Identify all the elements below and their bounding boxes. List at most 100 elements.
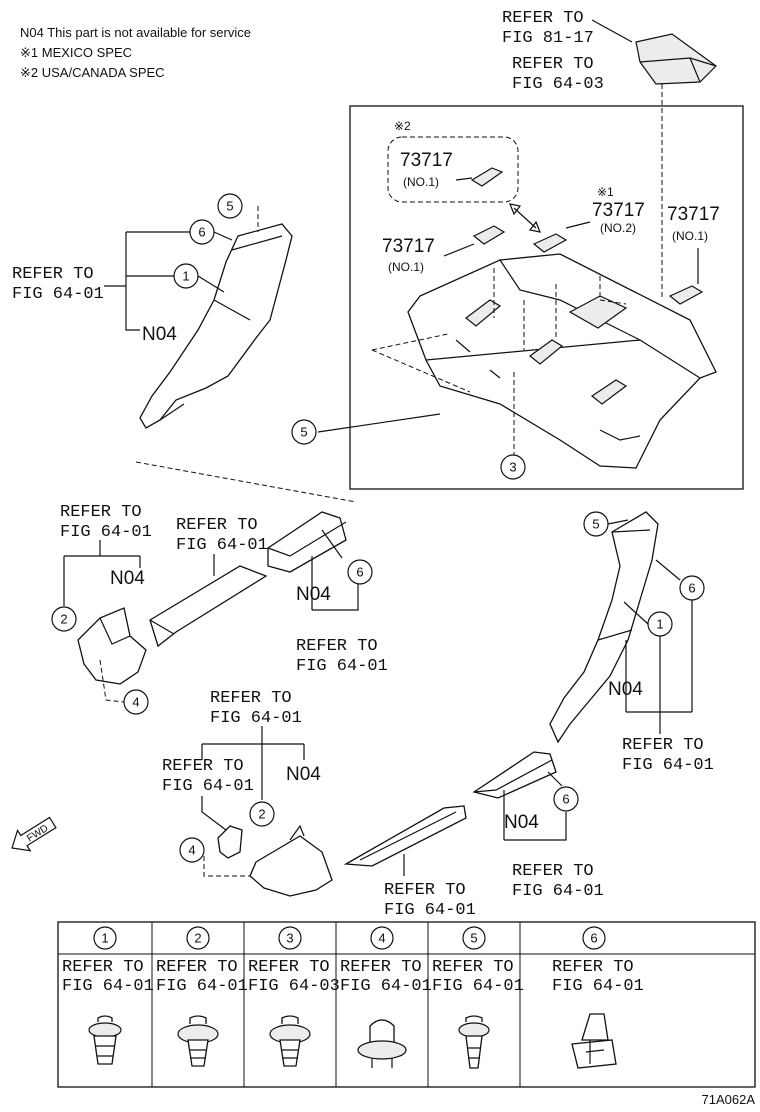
- part-73717-no1-left[interactable]: 73717 (NO.1): [382, 236, 435, 274]
- legend-ref: REFER TO: [552, 958, 634, 977]
- ref-fig: FIG 64-01: [162, 777, 254, 796]
- clip-5-icon: [458, 1015, 490, 1069]
- usa-canada-group: [387, 136, 519, 203]
- lower-scuff-plate-front: [343, 805, 467, 867]
- n04-label: N04: [286, 764, 321, 785]
- clip-piece: [472, 225, 506, 245]
- callout-6[interactable]: [347, 559, 373, 585]
- package-tray-trim: [407, 253, 717, 469]
- part-number: 73717: [400, 150, 453, 171]
- double-arrow-icon: [509, 203, 541, 233]
- callout-label: 4: [188, 843, 195, 858]
- clip-4-icon: [357, 1019, 407, 1068]
- part-73717-no1-usa[interactable]: 73717 (NO.1): [400, 150, 453, 189]
- note-n04: N04 This part is not available for servi…: [20, 25, 251, 40]
- ref-fig-64-01-upper-left[interactable]: REFER TO FIG 64-01: [12, 265, 104, 304]
- legend-ref: REFER TO: [340, 958, 422, 977]
- legend-fig: FIG 64-01: [552, 977, 644, 996]
- legend-callout: [93, 926, 117, 950]
- callout-6[interactable]: [553, 786, 579, 812]
- roof-side-inner-garnish: [139, 223, 293, 429]
- ref-label: REFER TO: [512, 862, 594, 881]
- clip-3-icon: [269, 1015, 311, 1067]
- ref-fig-64-01-lower-mid[interactable]: REFER TO FIG 64-01: [384, 881, 476, 920]
- part-number: 73717: [382, 236, 435, 257]
- ref-fig: FIG 64-01: [60, 523, 152, 542]
- callout-label: 1: [656, 617, 663, 632]
- ref-fig-64-01-lower-top[interactable]: REFER TO FIG 64-01: [210, 689, 302, 728]
- rear-scuff-plate: [267, 511, 347, 573]
- legend-cell-1[interactable]: 1 REFER TO FIG 64-01: [62, 926, 154, 1065]
- clip-legend-table: [57, 921, 756, 1088]
- legend-num: 2: [194, 931, 201, 946]
- n04-label: N04: [142, 324, 177, 345]
- roof-side-inner-garnish-right: [549, 511, 659, 744]
- fwd-arrow-icon: FWD: [11, 816, 57, 852]
- clip-6-icon: [571, 1013, 617, 1069]
- legend-cell-5[interactable]: 5 REFER TO FIG 64-01: [432, 926, 524, 1069]
- part-variant: (NO.1): [403, 175, 439, 189]
- legend-cell-3[interactable]: 3 REFER TO FIG 64-03: [248, 926, 340, 1067]
- part-variant: (NO.2): [600, 221, 636, 235]
- legend-ref: REFER TO: [156, 958, 238, 977]
- clip-piece: [532, 233, 568, 253]
- n04-label: N04: [608, 679, 643, 700]
- n04-label: N04: [110, 568, 145, 589]
- package-tray-frame: [349, 105, 744, 490]
- callout-2[interactable]: [249, 801, 275, 827]
- callout-3[interactable]: [500, 454, 526, 480]
- legend-callout: [186, 926, 210, 950]
- clip-piece: [470, 167, 504, 187]
- callout-4[interactable]: [179, 837, 205, 863]
- legend-fig: FIG 64-01: [156, 977, 248, 996]
- part-73717-no2[interactable]: 73717 (NO.2): [592, 200, 645, 235]
- ref-label: REFER TO: [12, 265, 94, 284]
- ref-fig: FIG 64-01: [12, 285, 104, 304]
- legend-fig: FIG 64-01: [340, 977, 432, 996]
- ref-fig-81-17[interactable]: REFER TO FIG 81-17: [502, 9, 594, 48]
- legend-ref: REFER TO: [62, 958, 144, 977]
- cowl-side-trim-lower: [217, 824, 333, 897]
- note-mexico-spec: ※1 MEXICO SPEC: [20, 45, 132, 60]
- callout-label: 2: [258, 807, 265, 822]
- ref-fig: FIG 64-03: [512, 75, 604, 94]
- callout-label: 5: [300, 425, 307, 440]
- ref-label: REFER TO: [502, 9, 584, 28]
- ref-label: REFER TO: [384, 881, 466, 900]
- ref-label: REFER TO: [622, 736, 704, 755]
- legend-ref: REFER TO: [248, 958, 330, 977]
- callout-5[interactable]: [217, 193, 243, 219]
- callout-2[interactable]: [51, 606, 77, 632]
- part-number: 73717: [667, 204, 720, 225]
- callout-label: 1: [182, 269, 189, 284]
- part-73717-no1-right[interactable]: 73717 (NO.1): [667, 204, 720, 243]
- legend-cell-2[interactable]: 2 REFER TO FIG 64-01: [156, 926, 248, 1067]
- ref-fig-64-01-right[interactable]: REFER TO FIG 64-01: [622, 736, 714, 775]
- ref-label: REFER TO: [60, 503, 142, 522]
- callout-label: 3: [509, 460, 516, 475]
- legend-callout: [278, 926, 302, 950]
- ref-fig-64-01-scuff[interactable]: REFER TO FIG 64-01: [176, 516, 268, 555]
- callout-label: 6: [198, 225, 205, 240]
- ref-fig-64-01-midcenter[interactable]: REFER TO FIG 64-01: [296, 637, 388, 676]
- legend-cell-6[interactable]: 6 REFER TO FIG 64-01: [552, 926, 644, 1069]
- legend-callout: [462, 926, 486, 950]
- callout-label: 5: [226, 199, 233, 214]
- part-variant: (NO.1): [672, 229, 708, 243]
- ref-fig-64-01-lower-right[interactable]: REFER TO FIG 64-01: [512, 862, 604, 901]
- legend-num: 1: [101, 931, 108, 946]
- callout-label: 6: [356, 565, 363, 580]
- legend-cell-4[interactable]: 4 REFER TO FIG 64-01: [340, 926, 432, 1068]
- callout-label: 5: [592, 517, 599, 532]
- ref-fig-64-03[interactable]: REFER TO FIG 64-03: [512, 55, 604, 94]
- mark-mexico: ※1: [597, 185, 614, 199]
- callout-5[interactable]: [291, 419, 317, 445]
- legend-num: 3: [286, 931, 293, 946]
- callout-4[interactable]: [123, 689, 149, 715]
- ref-fig: FIG 81-17: [502, 29, 594, 48]
- ref-fig: FIG 64-01: [622, 756, 714, 775]
- ref-fig-64-01-lower-left[interactable]: REFER TO FIG 64-01: [162, 757, 254, 796]
- legend-num: 4: [378, 931, 385, 946]
- ref-fig-64-01-midleft[interactable]: REFER TO FIG 64-01: [60, 503, 152, 542]
